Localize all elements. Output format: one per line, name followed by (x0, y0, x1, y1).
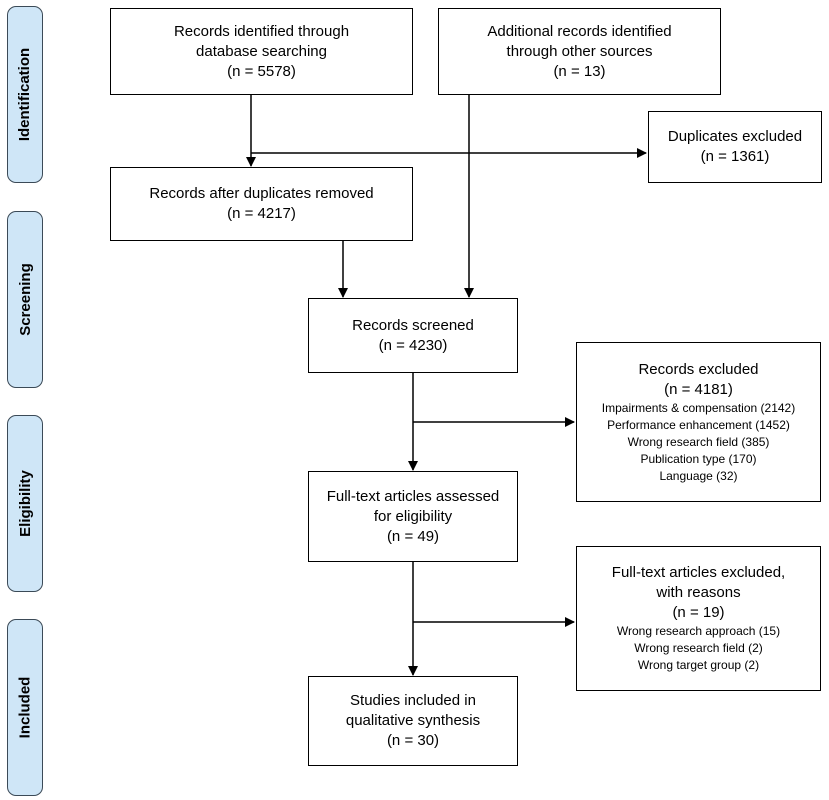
box-records-screened: Records screened (n = 4230) (308, 298, 518, 373)
exclusion-reason: Wrong target group (2) (637, 658, 760, 672)
exclusion-reason: Language (32) (659, 468, 738, 483)
box-duplicates-excluded: Duplicates excluded (n = 1361) (648, 111, 822, 183)
box-database-records: Records identified through database sear… (110, 8, 413, 95)
exclusion-reason: Wrong research field (385) (627, 434, 770, 449)
box-other-sources: Additional records identified through ot… (438, 8, 721, 95)
box-included-studies: Studies included in qualitative synthesi… (308, 676, 518, 766)
phase-eligibility: Eligibility (7, 415, 43, 592)
phase-screening: Screening (7, 211, 43, 388)
box-fulltext-excluded: Full-text articles excluded, with reason… (576, 546, 821, 691)
phase-identification: Identification (7, 6, 43, 183)
exclusion-reason: Impairments & compensation (2142) (601, 400, 796, 415)
box-records-excluded: Records excluded (n = 4181) Impairments … (576, 342, 821, 502)
box-after-duplicates: Records after duplicates removed (n = 42… (110, 167, 413, 241)
phase-included: Included (7, 619, 43, 796)
exclusion-reason: Publication type (170) (640, 451, 757, 466)
exclusion-reason: Wrong research approach (15) (616, 624, 781, 638)
exclusion-reason: Performance enhancement (1452) (607, 417, 790, 432)
exclusion-reason: Wrong research field (2) (634, 641, 763, 655)
box-fulltext-assessed: Full-text articles assessed for eligibil… (308, 471, 518, 562)
